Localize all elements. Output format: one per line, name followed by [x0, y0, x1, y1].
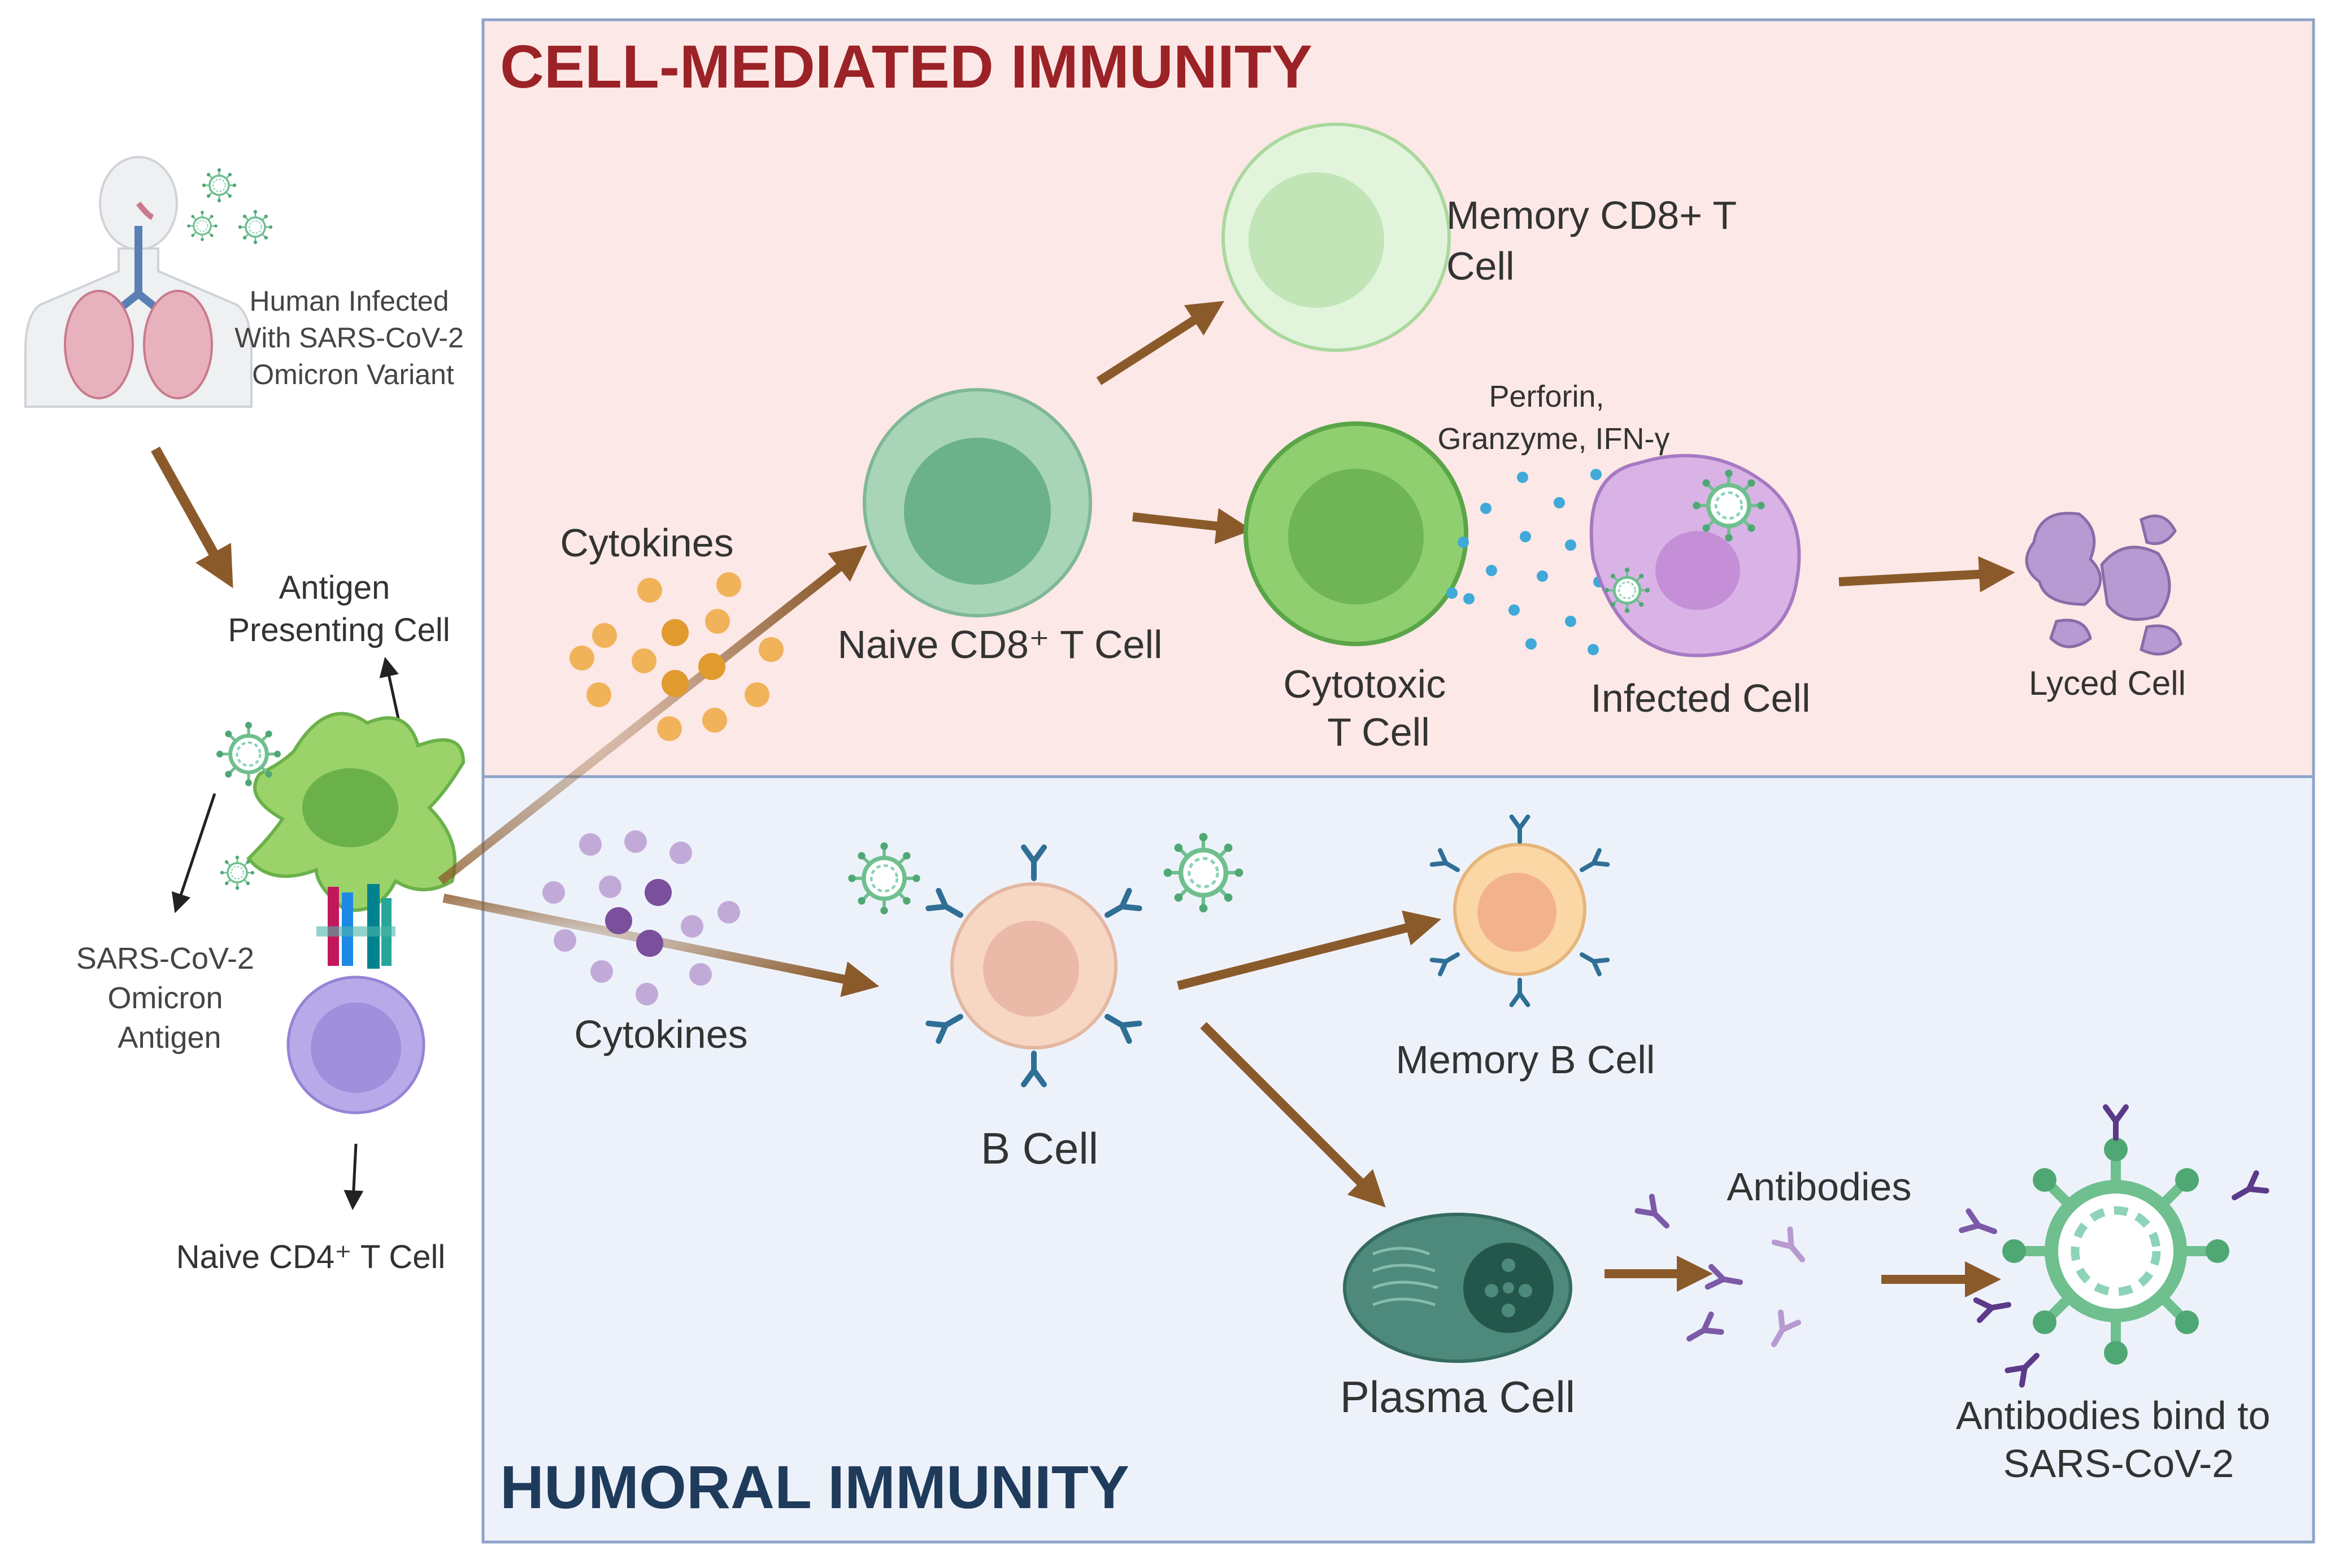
- virus-icon: [201, 167, 237, 203]
- humoral-title: HUMORAL IMMUNITY: [500, 1453, 1129, 1521]
- arrow-bcell-to-memory-b: [1177, 910, 1442, 990]
- naive-cd4-label: Naive CD4⁺ T Cell: [176, 1239, 446, 1275]
- pointer-antigen: [171, 793, 216, 913]
- memory-cd8-t-cell-icon: [1221, 123, 1451, 352]
- lysed-cell-label: Lyced Cell: [2029, 664, 2186, 702]
- apc-label: Antigen Presenting Cell: [228, 569, 450, 648]
- virus-icon: [237, 209, 273, 245]
- arrow-apc-to-cd8: [438, 545, 868, 885]
- memory-cd8-label: Memory CD8+ T Cell: [1446, 193, 1747, 288]
- naive-cd8-t-cell-icon: [863, 388, 1092, 617]
- humoral-panel: [481, 775, 2315, 1544]
- b-cell-icon: [950, 882, 1118, 1049]
- human-infected-label: Human Infected With SARS-CoV-2 Omicron V…: [234, 285, 472, 390]
- arrow-cd8-to-memory: [1096, 300, 1224, 385]
- antibodies-bind-label: Antibodies bind to SARS-CoV-2: [1956, 1393, 2281, 1486]
- antibody-bound-virus-icon: [2002, 1138, 2229, 1365]
- pointer-cd4: [343, 1143, 364, 1210]
- virus-icon: [186, 210, 219, 242]
- memory-b-label: Memory B Cell: [1396, 1038, 1655, 1082]
- virus-icon: [1605, 568, 1650, 613]
- arrow-infected-to-lysed: [1838, 556, 2015, 593]
- virus-icon: [216, 722, 281, 786]
- naive-cd8-label: Naive CD8⁺ T Cell: [837, 622, 1162, 667]
- memory-b-cell-icon: [1453, 843, 1586, 976]
- perforin-granules-icon: [1446, 469, 1627, 655]
- virus-icon: [219, 855, 255, 891]
- mhc-tcr-complex-icon: [316, 884, 395, 969]
- naive-cd4-t-cell-icon: [286, 975, 425, 1114]
- antibodies-label: Antibodies: [1727, 1165, 1912, 1209]
- arrow-bcell-to-plasma: [1200, 1022, 1386, 1208]
- cytokines-top-label: Cytokines: [560, 521, 733, 565]
- plasma-cell-label: Plasma Cell: [1340, 1372, 1575, 1422]
- antigen-presenting-cell-icon: [246, 712, 466, 912]
- perforin-label: Perforin, Granzyme, IFN-γ: [1437, 380, 1669, 456]
- infected-cell-label: Infected Cell: [1590, 676, 1810, 720]
- virus-icon: [848, 842, 920, 914]
- b-cell-label: B Cell: [981, 1123, 1098, 1173]
- human-figure-icon: [24, 156, 253, 408]
- arrow-human-to-apc: [151, 446, 233, 589]
- cell-mediated-title: CELL-MEDIATED IMMUNITY: [500, 32, 1312, 101]
- virus-icon: [1164, 833, 1243, 913]
- cytokines-purple-icon: [542, 830, 740, 1005]
- cytokines-bottom-label: Cytokines: [574, 1012, 747, 1056]
- plasma-cell-icon: [1343, 1213, 1572, 1363]
- virus-icon: [1693, 469, 1764, 541]
- arrow-cd8-to-cytotoxic: [1132, 508, 1253, 545]
- cytotoxic-t-cell-icon: [1243, 421, 1468, 646]
- cytotoxic-label: Cytotoxic T Cell: [1283, 662, 1456, 754]
- cytokines-orange-icon: [569, 572, 784, 741]
- lysed-cell-icon: [2025, 512, 2182, 656]
- sars-antigen-label: SARS-CoV-2 Omicron Antigen: [76, 942, 263, 1055]
